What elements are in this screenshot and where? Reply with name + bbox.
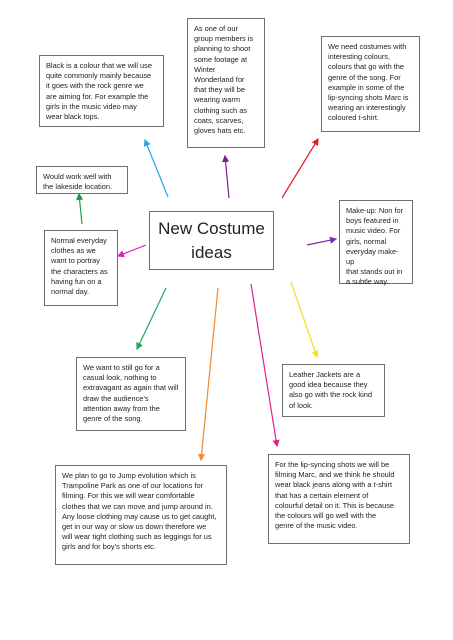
arrow-to-winter-note [221,154,230,199]
arrow-to-casual-note [136,287,167,351]
note-lip-syncing-outfit: For the lip-syncing shots we will be fil… [268,454,410,544]
arrow-to-lipsync-note [250,283,280,448]
arrow-to-black-note [143,138,169,198]
note-jump-evolution-trampoline: We plan to go to Jump evolution which is… [55,465,227,565]
arrow-to-lakeside-note [76,192,84,225]
note-casual-look: We want to still go for a casual look, n… [76,357,186,431]
note-winter-wonderland: As one of our group members is planning … [187,18,265,148]
arrow-to-costumes-note [281,137,319,199]
note-lakeside-location: Would work well with the lakeside locati… [36,166,128,194]
note-normal-everyday-clothes: Normal everyday clothes as we want to po… [44,230,118,306]
note-interesting-costumes: We need costumes with interesting colour… [321,36,420,132]
arrow-to-makeup-note [306,236,338,246]
note-leather-jackets: Leather Jackets are a good idea because … [282,364,385,417]
note-make-up: Make-up: Non for boys featured in music … [339,200,413,286]
arrow-to-jump-note [198,287,219,462]
center-topic-new-costume-ideas: New Costume ideas [149,211,274,270]
note-black-colour: Black is a colour that we will use quite… [39,55,164,127]
arrow-to-everyday-note [116,244,147,258]
arrow-to-leather-note [290,281,319,359]
